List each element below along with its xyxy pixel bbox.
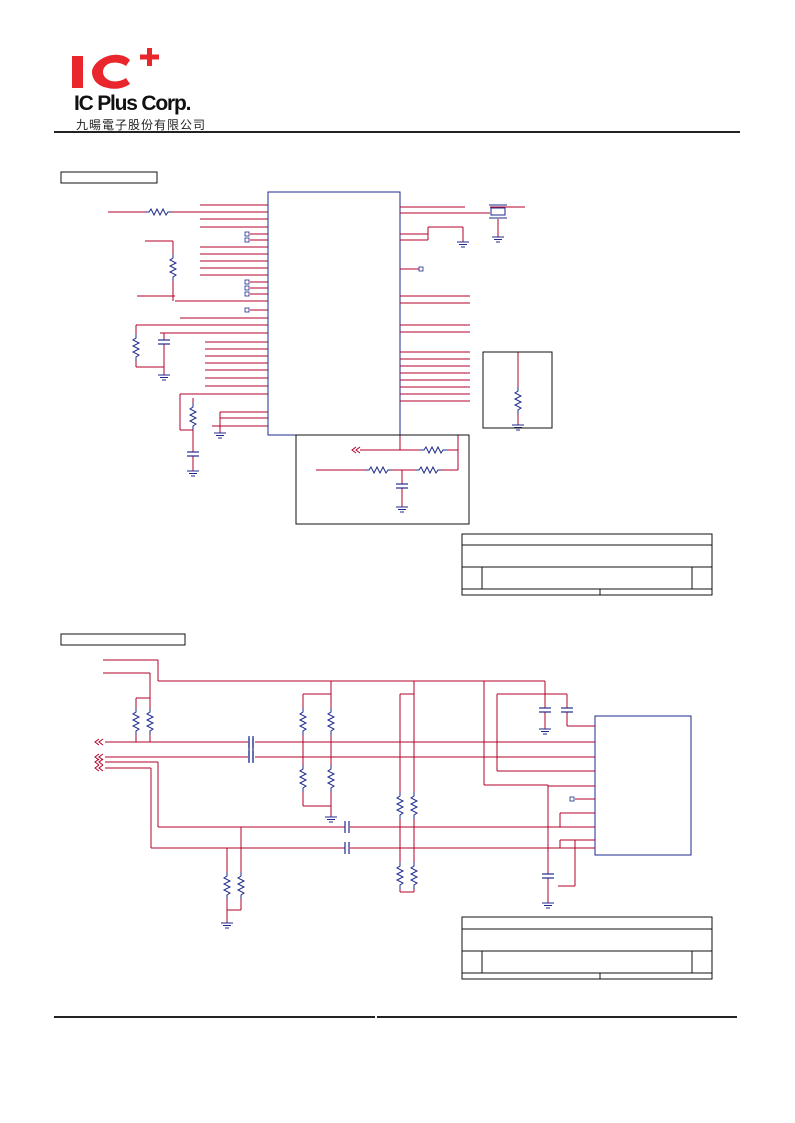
title-block-bottom [461,916,713,980]
top-sheet-label-box [60,171,158,184]
top-right-sub-box [482,351,553,429]
company-name: IC Plus Corp. [74,92,191,115]
footer-rule-right [377,1016,737,1018]
company-name-chinese: 九暘電子股份有限公司 [76,118,207,132]
bottom-sheet-label-box [60,633,186,646]
footer-rule-left [54,1016,375,1018]
schematic-top [60,171,713,596]
header-rule [54,131,740,133]
schematic-bottom [60,633,713,980]
top-bottom-sub-box [295,434,470,525]
top-main-ic [267,191,401,436]
page-header: IC Plus Corp. 九暘電子股份有限公司 [0,0,795,140]
bottom-transformer-ic [594,715,692,856]
title-block-top [461,533,713,596]
ic-plus-logo [72,48,159,89]
